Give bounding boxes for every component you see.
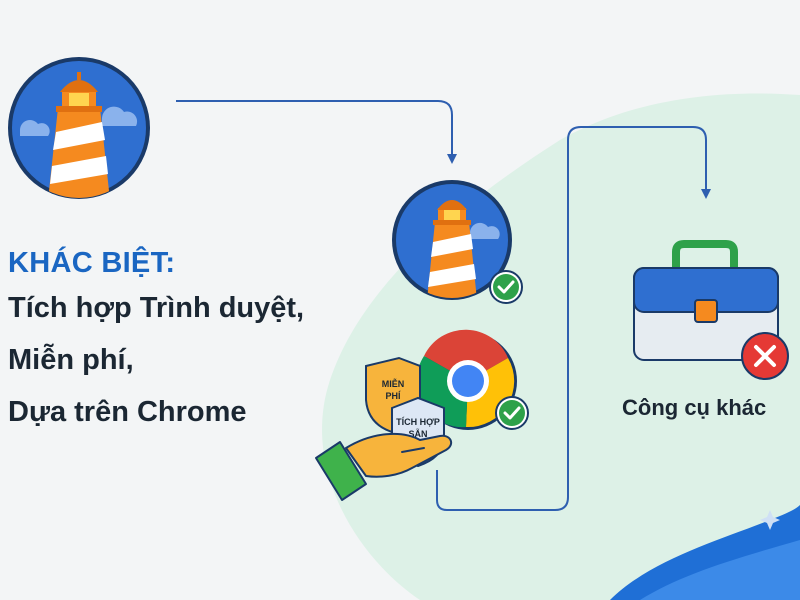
other-tools-label: Công cụ khác <box>622 395 767 420</box>
shield-builtin-line1: TÍCH HỢP <box>396 417 440 427</box>
shield-free-line2: PHÍ <box>385 391 401 401</box>
headline-line-2: Miễn phí, <box>8 344 134 376</box>
headline-block: KHÁC BIỆT: Tích hợp Trình duyệt, Miễn ph… <box>8 244 408 438</box>
check-icon <box>495 396 529 430</box>
cross-icon <box>741 332 789 380</box>
headline-line-1: Tích hợp Trình duyệt, <box>8 292 305 324</box>
background-mint-blob <box>322 93 800 600</box>
headline-kicker: KHÁC BIỆT: <box>8 247 176 279</box>
arrow-to-other-tools <box>436 126 711 511</box>
arrow-to-lighthouse <box>176 100 457 164</box>
lighthouse-small-icon <box>392 180 512 300</box>
shield-free-line1: MIỄN <box>382 378 405 389</box>
background-blue-wave-light <box>640 540 800 600</box>
check-icon <box>489 270 523 304</box>
lighthouse-icon <box>8 57 150 199</box>
shield-builtin-line2: SẴN <box>408 428 427 439</box>
toolbox-icon <box>633 240 779 361</box>
open-hand-icon <box>315 432 453 501</box>
headline-line-3: Dựa trên Chrome <box>8 396 247 428</box>
sparkle-icon <box>760 510 780 530</box>
